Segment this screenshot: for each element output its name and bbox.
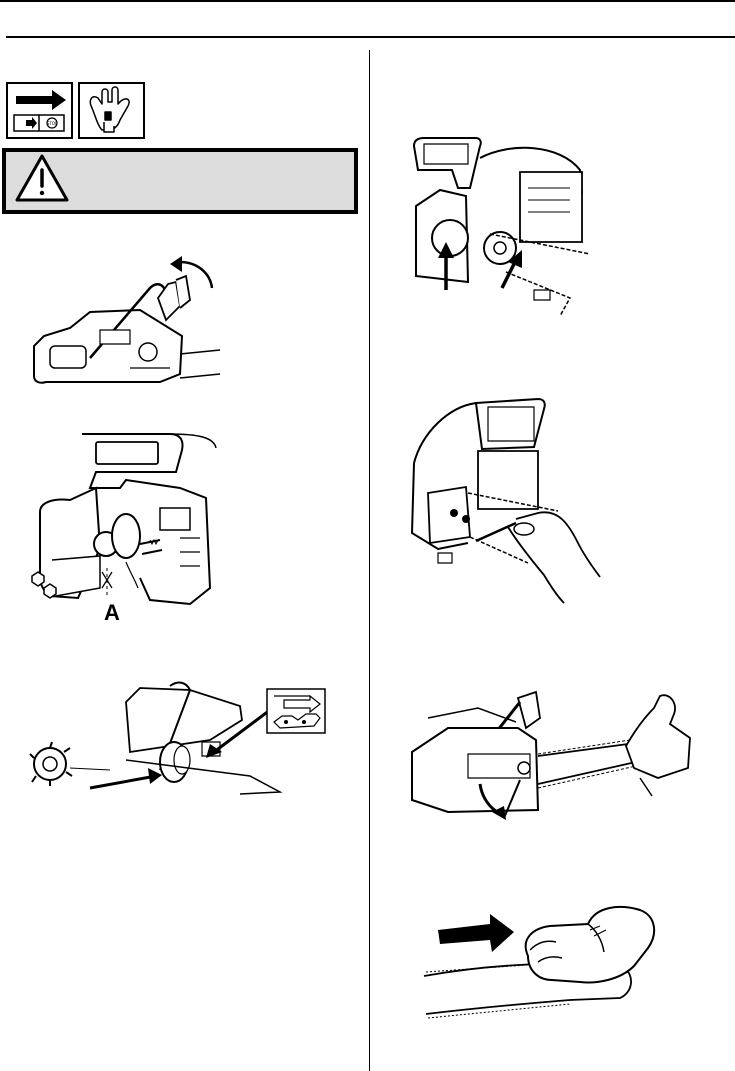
warning-triangle-icon [14, 153, 70, 203]
protective-glove-symbol [78, 82, 145, 139]
clutch-cover-removal-illustration [30, 428, 220, 618]
chain-fitting-on-bar-illustration [410, 130, 595, 320]
chain-direction-symbol [266, 688, 326, 734]
figure-label-a: A [104, 602, 120, 624]
header-rule [6, 36, 735, 38]
top-rule [0, 0, 735, 2]
bar-nose-lift-tension-illustration [408, 688, 690, 828]
chain-tensioning-screwdriver-illustration [408, 393, 602, 605]
column-divider [369, 50, 370, 1071]
chainsaw-chain-brake-illustration [30, 258, 220, 388]
engine-off-symbol: STOP [6, 82, 73, 139]
check-chain-tension-glove-illustration [420, 900, 660, 1020]
svg-text:STOP: STOP [47, 121, 58, 126]
